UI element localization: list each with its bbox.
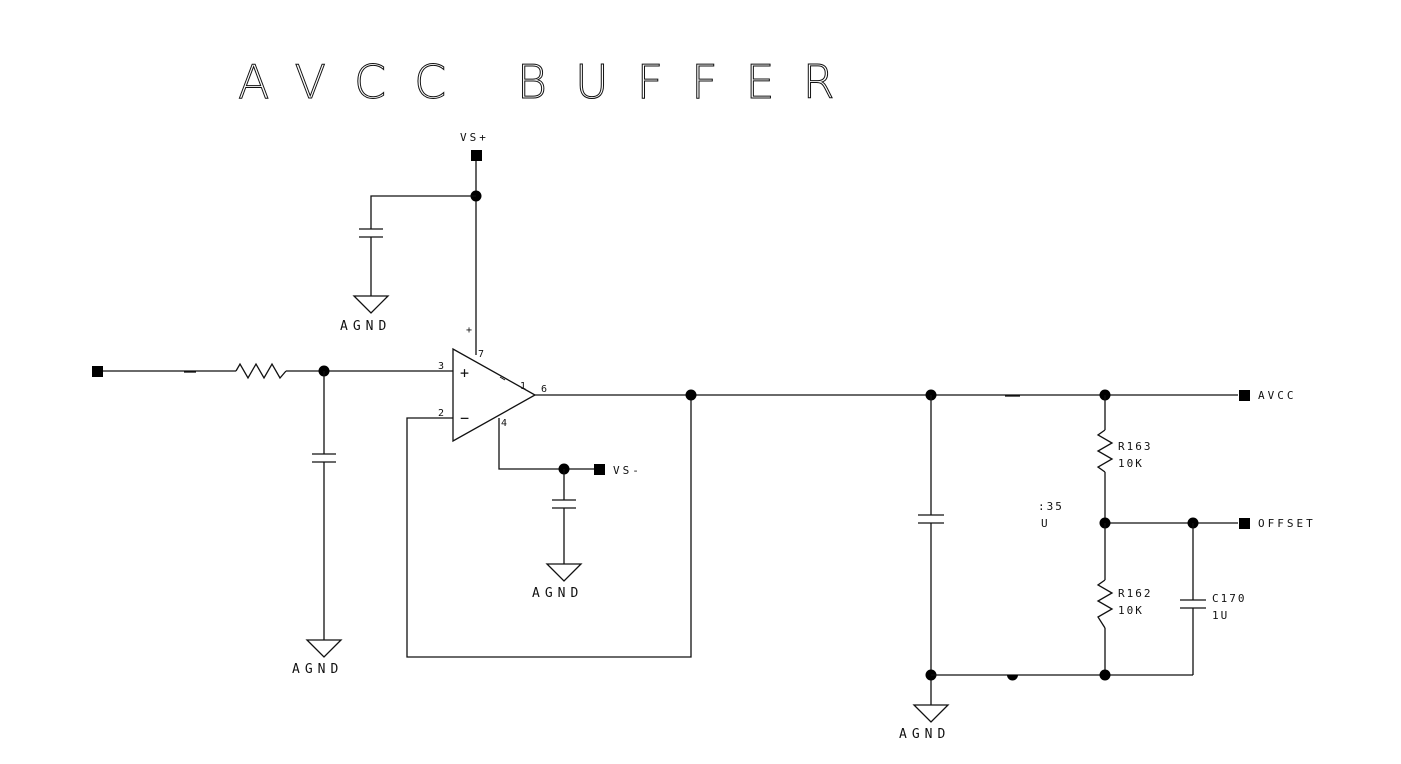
agnd-label-left: AGND (292, 662, 343, 677)
ground-rail-half-dot (1007, 675, 1018, 681)
vs-minus-label: VS- (613, 464, 642, 477)
agnd-label-top: AGND (340, 319, 391, 334)
agnd-symbol-top (352, 295, 390, 314)
opamp-pin-7: 7 (478, 349, 484, 360)
agnd-symbol-left (305, 639, 343, 658)
offset-label: OFFSET (1258, 517, 1316, 530)
opamp-plus-sign: + (460, 364, 469, 382)
r162-value: 10K (1118, 604, 1144, 617)
c170-value: 1U (1212, 609, 1229, 622)
agnd-label-right: AGND (899, 727, 950, 742)
vs-plus-port[interactable] (471, 150, 482, 161)
schematic-title: AVCC BUFFER (238, 55, 863, 109)
opamp-symbol (452, 347, 537, 443)
opamp-pin-6: 6 (541, 384, 547, 395)
r162-resistor (1096, 579, 1114, 629)
r163-value: 10K (1118, 457, 1144, 470)
vs-plus-label: VS+ (460, 131, 489, 144)
vs-minus-wire (498, 418, 594, 470)
opamp-pin1-stub (499, 376, 506, 381)
c135-ref: :35 (1038, 500, 1064, 513)
avcc-port[interactable] (1239, 390, 1250, 401)
r163-resistor (1096, 429, 1114, 473)
agnd-symbol-mid (545, 563, 583, 582)
ground-rail-junction (1099, 669, 1111, 681)
agnd-symbol-right (912, 704, 950, 723)
feedback-wire (406, 395, 692, 658)
r163-ref: R163 (1118, 440, 1153, 453)
r162-ref: R162 (1118, 587, 1153, 600)
offset-port[interactable] (1239, 518, 1250, 529)
opamp-supply-plus-sign: + (466, 325, 472, 336)
feedback-junction (685, 389, 697, 401)
avcc-label: AVCC (1258, 389, 1297, 402)
vs-plus-decap-wire (370, 195, 476, 229)
opamp-minus-sign: − (460, 409, 469, 427)
opamp-pin-2: 2 (438, 408, 444, 419)
opamp-pin-1: 1 (520, 381, 526, 392)
input-port[interactable] (92, 366, 103, 377)
opamp-pin-4: 4 (501, 418, 507, 429)
agnd-label-mid: AGND (532, 586, 583, 601)
input-resistor (235, 362, 287, 380)
vs-minus-port[interactable] (594, 464, 605, 475)
c170-ref: C170 (1212, 592, 1247, 605)
c135-value: U (1041, 517, 1050, 530)
opamp-pin-3: 3 (438, 361, 444, 372)
